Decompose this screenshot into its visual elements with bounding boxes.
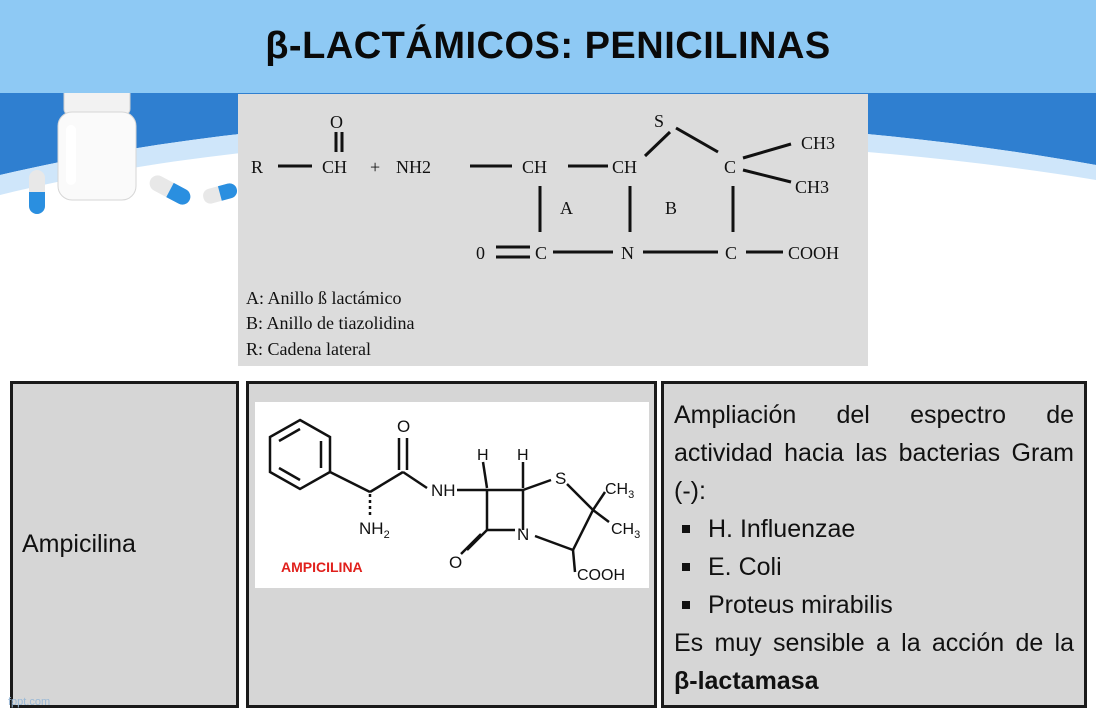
ring-a-label: A xyxy=(560,198,573,218)
atom-o-amide: O xyxy=(397,417,410,436)
atom-n: N xyxy=(517,525,529,544)
title-bar: β-LACTÁMICOS: PENICILINAS xyxy=(0,0,1096,93)
structure-label: AMPICILINA xyxy=(281,559,363,575)
capsule-icon xyxy=(203,183,237,204)
atom-r: R xyxy=(251,157,263,177)
slide-title: β-LACTÁMICOS: PENICILINAS xyxy=(265,25,831,67)
legend-item: R: Cadena lateral xyxy=(246,339,371,359)
atom-nh2: NH2 xyxy=(359,519,390,541)
atom-h: H xyxy=(477,447,489,464)
pill-bottle-icon xyxy=(57,84,137,201)
capsule-icon xyxy=(149,175,191,205)
atom-n: N xyxy=(621,243,634,263)
atom-s: S xyxy=(555,469,566,488)
atom-cooh: COOH xyxy=(788,243,839,263)
atom-ch-carbonyl: CH xyxy=(322,157,347,177)
atom-cooh: COOH xyxy=(577,567,625,584)
footer-watermark: fppt.com xyxy=(8,696,51,708)
drug-name: Ampicilina xyxy=(22,530,136,558)
atom-c-carbonyl: C xyxy=(535,243,547,263)
bacteria-list: H. Influenzae E. Coli Proteus mirabilis xyxy=(674,510,1074,624)
list-item: E. Coli xyxy=(674,548,1074,586)
penicillin-general-structure: R O CH + NH2 CH CH S C CH3 CH3 A B 0 C N… xyxy=(238,94,868,366)
list-item: Proteus mirabilis xyxy=(674,586,1074,624)
drug-description-cell: Ampliación del espectro de actividad hac… xyxy=(661,381,1087,708)
description-outro: Es muy sensible a la acción de la β-lact… xyxy=(674,629,1074,695)
atom-c-quat: C xyxy=(724,157,736,177)
list-item: H. Influenzae xyxy=(674,510,1074,548)
atom-o-top: O xyxy=(330,112,343,132)
description-intro: Ampliación del espectro de actividad hac… xyxy=(674,401,1074,505)
atom-nh: NH xyxy=(431,481,456,500)
atom-plus: + xyxy=(370,157,380,177)
atom-o-bottom: 0 xyxy=(476,243,485,263)
drug-structure-cell: O NH NH2 H H S CH3 CH3 N O COOH AMPICILI… xyxy=(246,381,657,708)
ring-b-label: B xyxy=(665,198,677,218)
atom-ch3-b: CH3 xyxy=(795,177,829,197)
atom-ch-right: CH xyxy=(612,157,637,177)
atom-c-acid: C xyxy=(725,243,737,263)
atom-o-lactam: O xyxy=(449,553,462,572)
atom-s: S xyxy=(654,111,664,131)
atom-ch3: CH3 xyxy=(611,521,640,541)
atom-h: H xyxy=(517,447,529,464)
atom-ch-left: CH xyxy=(522,157,547,177)
drug-name-cell: Ampicilina xyxy=(10,381,239,708)
capsule-icon xyxy=(29,170,45,214)
atom-ch3-a: CH3 xyxy=(801,133,835,153)
ampicillin-structure: O NH NH2 H H S CH3 CH3 N O COOH AMPICILI… xyxy=(255,402,649,588)
legend-item: A: Anillo ß lactámico xyxy=(246,288,401,308)
legend-item: B: Anillo de tiazolidina xyxy=(246,313,414,333)
atom-ch3: CH3 xyxy=(605,481,634,501)
atom-nh2: NH2 xyxy=(396,157,431,177)
